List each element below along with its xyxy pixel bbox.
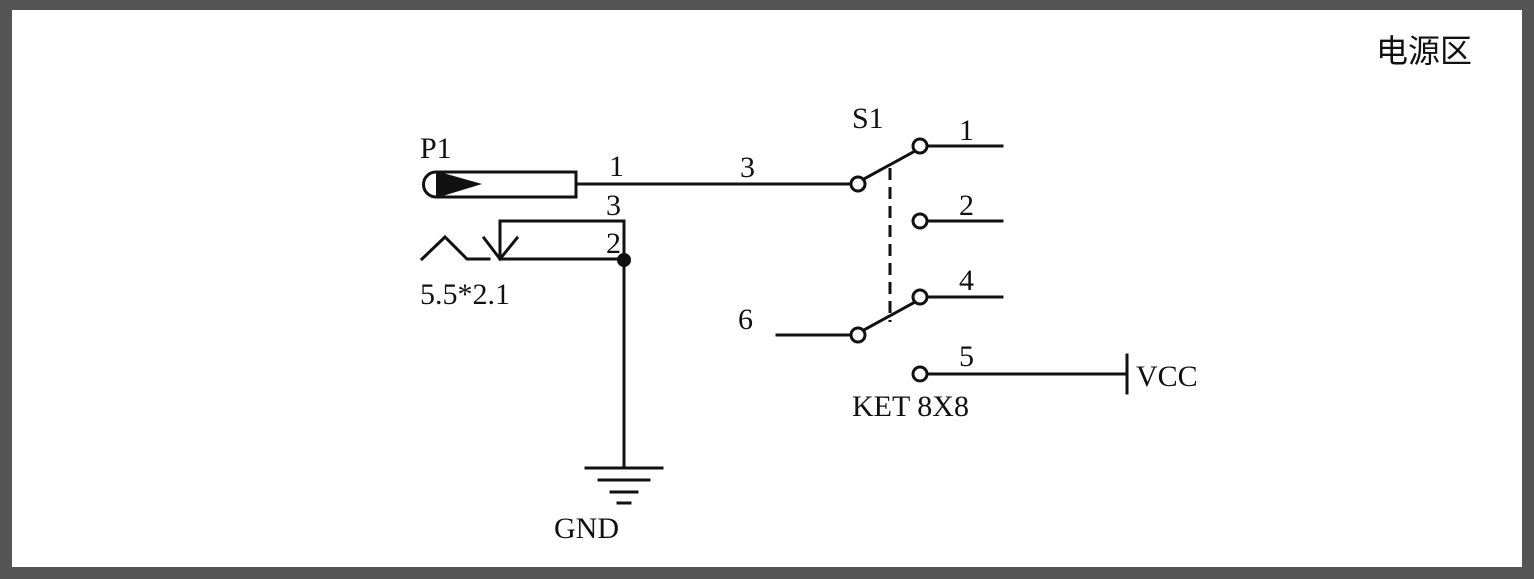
schematic-sheet: 电源区 P1 5.5*2.1 1 3 2 GND S1 KET 8X8 (12, 10, 1522, 567)
jack-sleeve-lead (498, 219, 626, 261)
switch-pin5-terminal (911, 365, 929, 383)
vcc-label: VCC (1136, 360, 1198, 393)
gnd-net: GND (554, 219, 664, 545)
jack-pin-arrow (436, 171, 482, 198)
switch-pin2-terminal (911, 212, 929, 230)
jack-pin2-label: 2 (606, 227, 621, 260)
switch-value: KET 8X8 (852, 390, 969, 423)
gnd-label: GND (554, 512, 619, 545)
switch-pin6-terminal (849, 326, 867, 344)
switch-pin3-label: 3 (740, 151, 755, 184)
junction-dot (617, 253, 631, 267)
jack-pin3-label: 3 (606, 189, 621, 222)
switch-pin1-label: 1 (959, 114, 974, 147)
jack-switch-contact (419, 234, 491, 262)
jack-designator: P1 (420, 132, 452, 165)
switch-pin4-label: 4 (959, 264, 974, 297)
switch-pin1-terminal (911, 137, 929, 155)
switch-pin6-label: 6 (738, 303, 753, 336)
switch-pin5-label: 5 (959, 340, 974, 373)
jack-pin1-label: 1 (609, 150, 624, 183)
switch-lever-upper (861, 148, 918, 182)
jack-value: 5.5*2.1 (420, 278, 510, 311)
switch-pin2-label: 2 (959, 189, 974, 222)
vcc-port: VCC (1125, 353, 1198, 395)
switch-pin4-terminal (911, 288, 929, 306)
dc-jack-p1: P1 5.5*2.1 1 3 2 (419, 132, 626, 311)
switch-lever-lower (861, 299, 918, 333)
toggle-switch-s1: S1 KET 8X8 3 1 2 4 5 6 (738, 102, 1129, 423)
switch-designator: S1 (852, 102, 884, 135)
jack-barrel (422, 170, 578, 199)
schematic-diagram: 电源区 P1 5.5*2.1 1 3 2 GND S1 KET 8X8 (419, 32, 1472, 545)
switch-pin3-terminal (849, 175, 867, 193)
sheet-title: 电源区 (1376, 32, 1472, 70)
